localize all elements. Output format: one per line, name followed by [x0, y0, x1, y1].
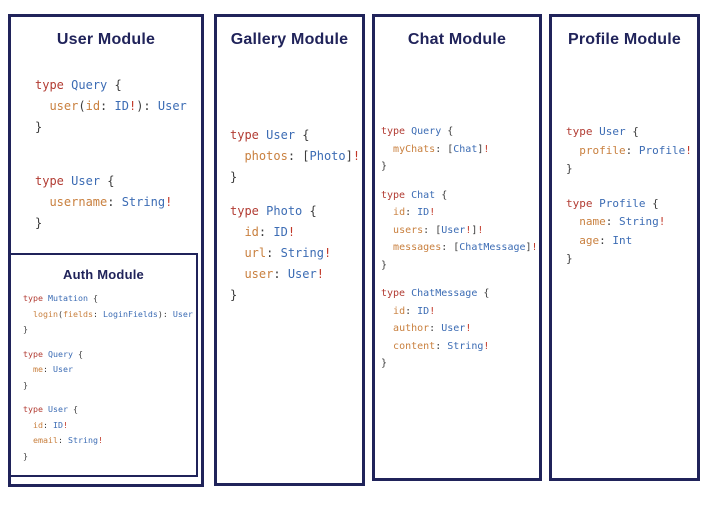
panel-user-module: User Module type Query { user(id: ID!): …: [8, 14, 204, 487]
user-module-title: User Module: [56, 31, 156, 48]
code-block: type Photo { id: ID! url: String! user: …: [230, 204, 332, 302]
panel-profile-module: Profile Module type User { profile: Prof…: [549, 14, 700, 481]
auth-module-code: type Mutation { login(fields: LoginField…: [23, 291, 193, 464]
code-block: type Profile { name: String! age: Int }: [566, 196, 666, 266]
code-block: type User { id: ID! email: String! }: [23, 404, 103, 461]
gallery-module-code: type User { photos: [Photo]! } type Phot…: [230, 125, 360, 306]
chat-module-code: type Query { myChats: [Chat]! } type Cha…: [381, 123, 538, 373]
code-block: type Mutation { login(fields: LoginField…: [23, 293, 193, 334]
code-block: type Query { myChats: [Chat]! }: [381, 126, 490, 172]
panel-chat-module: Chat Module type Query { myChats: [Chat]…: [372, 14, 542, 481]
chat-module-title: Chat Module: [407, 31, 507, 48]
profile-module-code: type User { profile: Profile! } type Pro…: [566, 123, 692, 269]
code-block: type User { username: String! }: [35, 174, 173, 230]
auth-module-title: Auth Module: [63, 267, 144, 282]
code-block: type Query { user(id: ID!): User }: [35, 78, 187, 134]
code-block: type Query { me: User }: [23, 348, 83, 390]
code-block: type User { photos: [Photo]! }: [230, 128, 361, 184]
panel-gallery-module: Gallery Module type User { photos: [Phot…: [214, 14, 365, 486]
code-block: type ChatMessage { id: ID! author: User!…: [381, 288, 490, 369]
code-block: type Chat { id: ID! users: [User!]! mess…: [381, 189, 538, 271]
user-module-code: type Query { user(id: ID!): User } type …: [35, 75, 187, 234]
panel-auth-module: Auth Module type Mutation { login(fields…: [9, 253, 198, 477]
profile-module-title: Profile Module: [567, 31, 682, 48]
gallery-module-title: Gallery Module: [230, 31, 349, 48]
code-block: type User { profile: Profile! }: [566, 125, 692, 175]
